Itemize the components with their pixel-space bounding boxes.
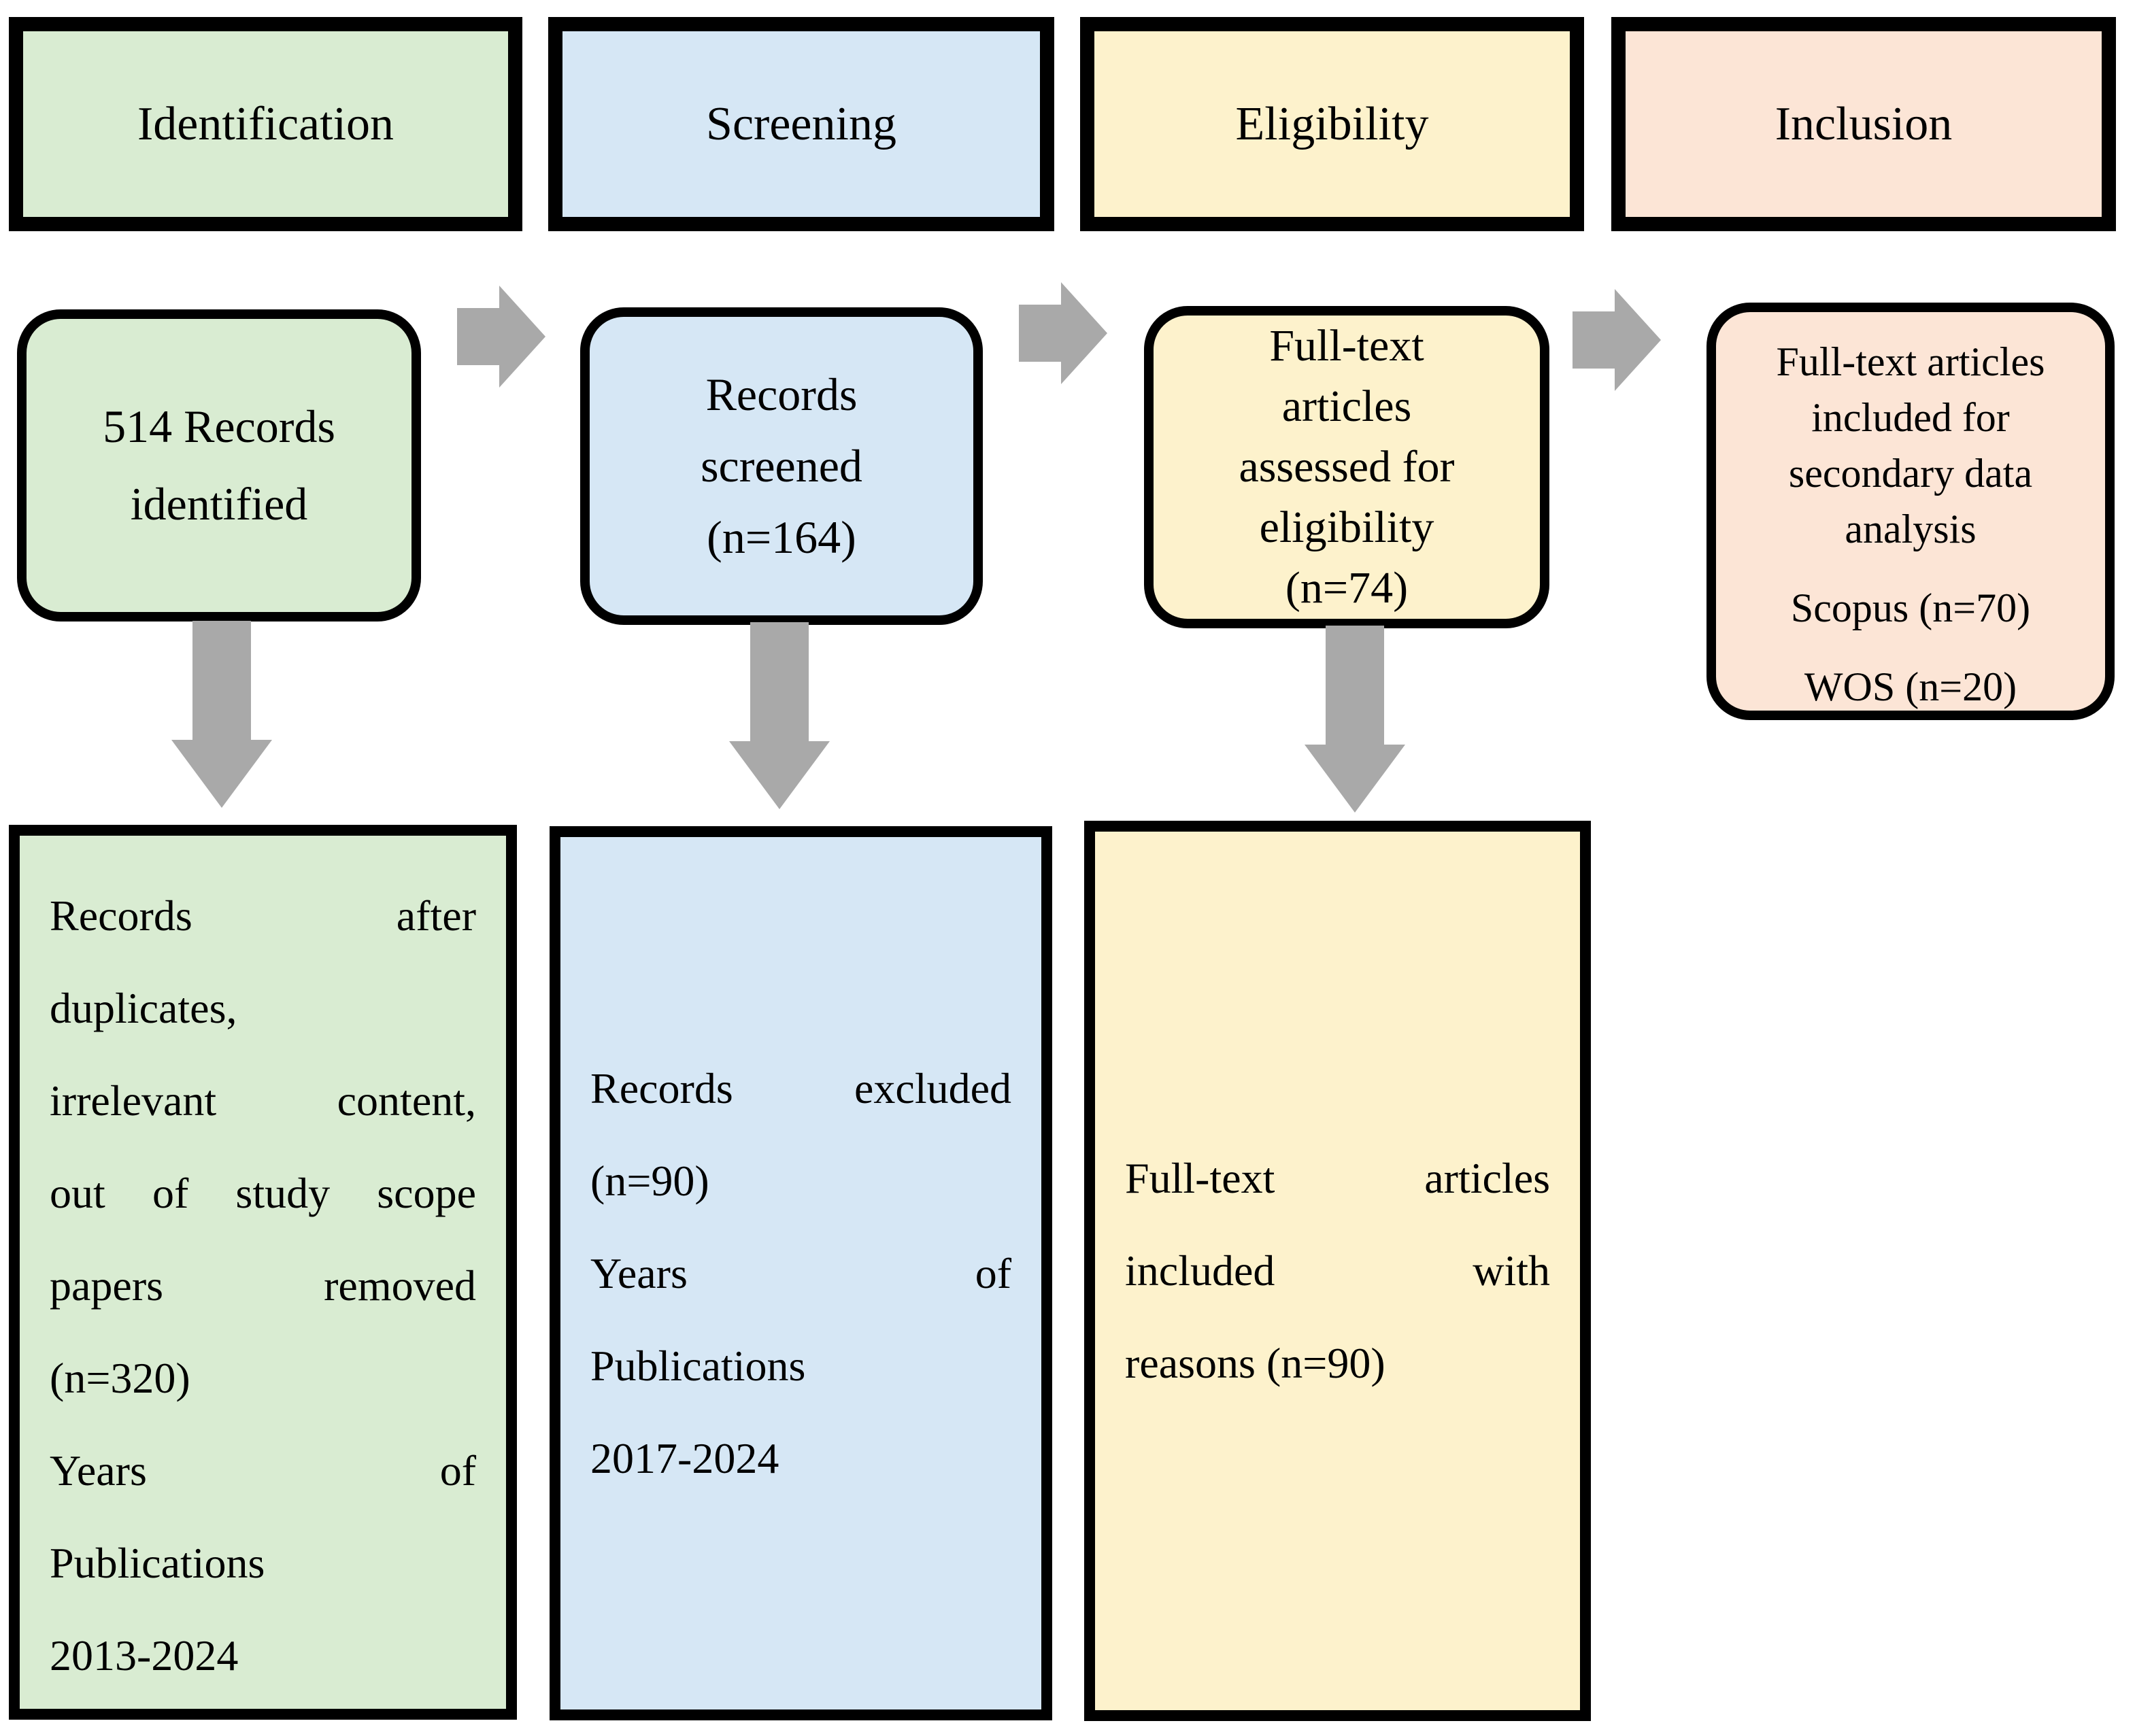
text-line: 2013-2024 [50,1631,239,1680]
text-line: secondary data [1788,450,2033,496]
text-line: (n=74) [1285,563,1409,613]
text-word: Records [50,891,192,940]
detail-box-fulltext-included-reasons: Full-text articles included with reasons (n=… [1084,821,1591,1721]
header-eligibility: Eligibility [1080,17,1584,231]
text-line: Full-text articles [1776,339,2045,384]
text-line: Years of [590,1227,1011,1320]
header-inclusion-label: Inclusion [1775,97,1953,150]
text-word: Years [50,1446,147,1495]
text-line: assessed for [1239,442,1455,492]
text-line: analysis [1845,506,1977,551]
text-line: reasons (n=90) [1125,1339,1385,1387]
header-screening: Screening [548,17,1054,231]
text-word: out [50,1169,105,1217]
text-word: with [1473,1246,1550,1295]
arrow-right-screening-to-eligibility-icon [1019,282,1107,384]
text-line: 514 Records [103,400,335,452]
text-line: identified [130,478,308,530]
stage-box-fulltext-included: Full-text articles included for secondary … [1707,303,2115,720]
text-line: eligibility [1259,503,1434,553]
text-word: of [152,1169,189,1217]
text-word: after [396,891,476,940]
text-line: Years of [50,1425,476,1517]
text-line: (n=320) [50,1354,190,1402]
header-identification-label: Identification [137,97,394,150]
text-line: Publications [50,1539,265,1587]
text-line: 2017-2024 [590,1433,779,1482]
text-word: of [975,1248,1011,1297]
arrow-right-identification-to-screening-icon [457,286,545,388]
text-line: articles [1281,381,1412,431]
text-word: scope [377,1169,476,1217]
inclusion-sources: Scopus (n=70) WOS (n=20) [1791,557,2030,715]
text-line: Full-text [1269,320,1424,371]
header-identification: Identification [9,17,522,231]
text-word: papers [50,1261,164,1310]
detail-box-records-removed: Records after duplicates, irrelevant content… [9,825,517,1720]
text-line: included with [1125,1225,1550,1317]
text-line: WOS (n=20) [1804,664,2017,709]
text-word: Full-text [1125,1154,1275,1202]
text-line: Full-text articles [1125,1132,1550,1225]
text-word: excluded [854,1063,1011,1112]
stage-box-records-screened: Records screened (n=164) [580,307,983,625]
header-eligibility-label: Eligibility [1235,97,1429,150]
text-word: removed [324,1261,476,1310]
arrow-down-identification-icon [171,621,272,808]
text-line: (n=164) [707,511,856,564]
text-word: Records [590,1063,733,1112]
inclusion-paragraph: Full-text articles included for secondary … [1777,334,2045,557]
text-word: of [439,1446,476,1495]
text-word: study [235,1169,331,1217]
text-line: irrelevant content, [50,1055,476,1147]
arrow-down-eligibility-icon [1305,626,1405,813]
text-line: (n=90) [590,1156,709,1205]
text-line: Records [705,368,858,420]
text-line: included for [1811,394,2010,440]
text-word: included [1125,1246,1275,1295]
text-word: content, [337,1076,476,1125]
text-line: Records excluded [590,1042,1011,1135]
arrow-right-eligibility-to-inclusion-icon [1573,289,1661,391]
text-line: screened [701,439,862,492]
stage-box-fulltext-assessed: Full-text articles assessed for eligibility… [1144,306,1549,628]
text-word: articles [1424,1154,1550,1202]
text-word: Years [590,1248,688,1297]
arrow-down-screening-icon [729,622,830,809]
text-line: papers removed [50,1240,476,1332]
header-screening-label: Screening [706,97,896,150]
text-line: Scopus (n=70) [1790,585,2031,630]
stage-box-records-identified: 514 Records identified [17,309,421,622]
text-word: irrelevant [50,1076,217,1125]
header-inclusion: Inclusion [1611,17,2116,231]
text-line: Records after [50,870,476,962]
text-line: Publications [590,1341,806,1390]
text-line: duplicates, [50,984,237,1032]
